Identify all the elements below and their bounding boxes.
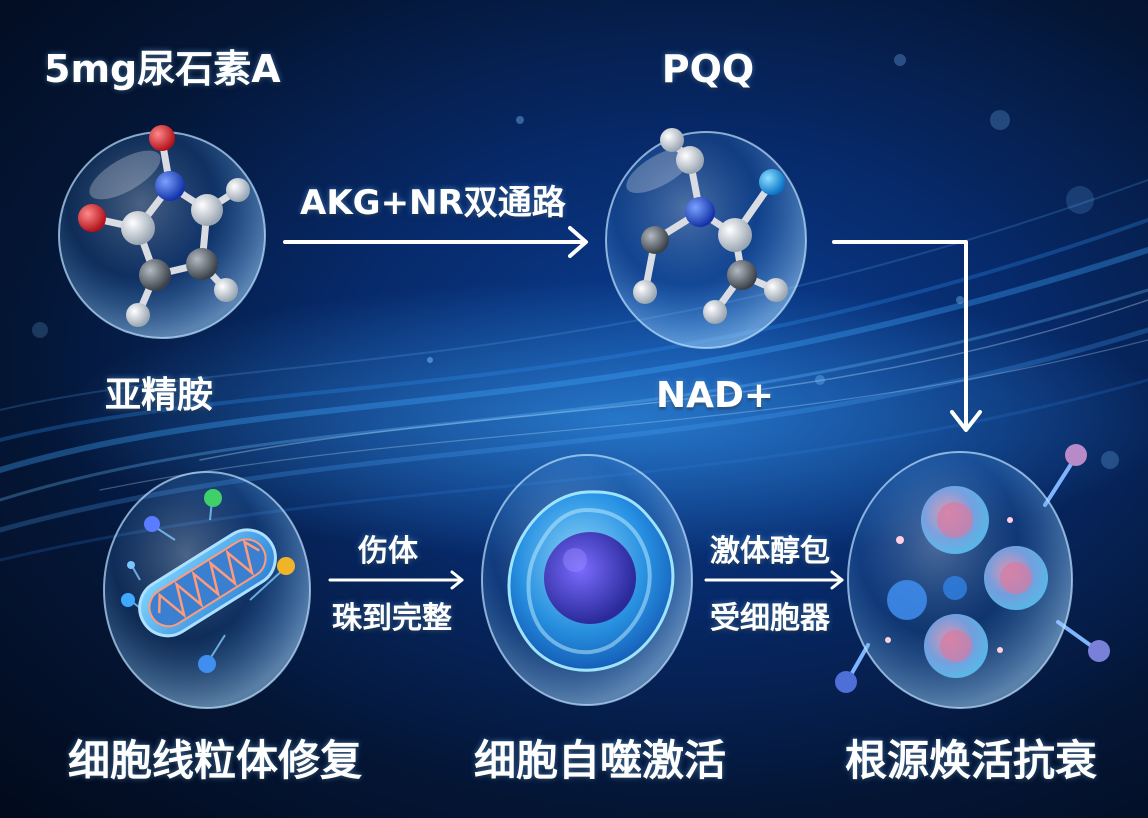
cell-bubble-autophagy: [481, 454, 693, 706]
arrow-bottom-left-line2: 珠到完整: [332, 601, 452, 636]
arrow-bottom-right: [704, 570, 844, 590]
arrow-elbow-down: [832, 240, 982, 432]
cell-bubble-rejuvenate: [835, 444, 1110, 709]
title-pqq: PQQ: [661, 47, 755, 91]
mitochondria-bubble: [103, 471, 311, 709]
caption-mitochondria: 细胞线粒体修复: [68, 736, 363, 785]
arrow-bottom-left-line1: 伤体: [358, 534, 418, 569]
sub-spermidine: 亚精胺: [105, 375, 214, 416]
molecule-bubble-pqq: [605, 128, 807, 349]
molecule-bubble-urolithin: [58, 125, 266, 339]
caption-rejuvenate: 根源焕活抗衰: [845, 736, 1098, 785]
arrow-top-label: AKG+NR双通路: [300, 183, 566, 223]
light-streaks: [0, 179, 1148, 562]
sub-nad: NAD+: [656, 375, 775, 416]
arrow-top: [283, 226, 588, 258]
caption-autophagy: 细胞自噬激活: [474, 736, 727, 785]
bokeh-particles: [32, 54, 1119, 469]
title-urolithin: 5mg尿石素A: [44, 47, 281, 91]
arrow-bottom-right-line1: 激体醇包: [710, 534, 830, 569]
arrow-bottom-right-line2: 受细胞器: [710, 601, 830, 636]
arrow-bottom-left: [328, 570, 464, 590]
